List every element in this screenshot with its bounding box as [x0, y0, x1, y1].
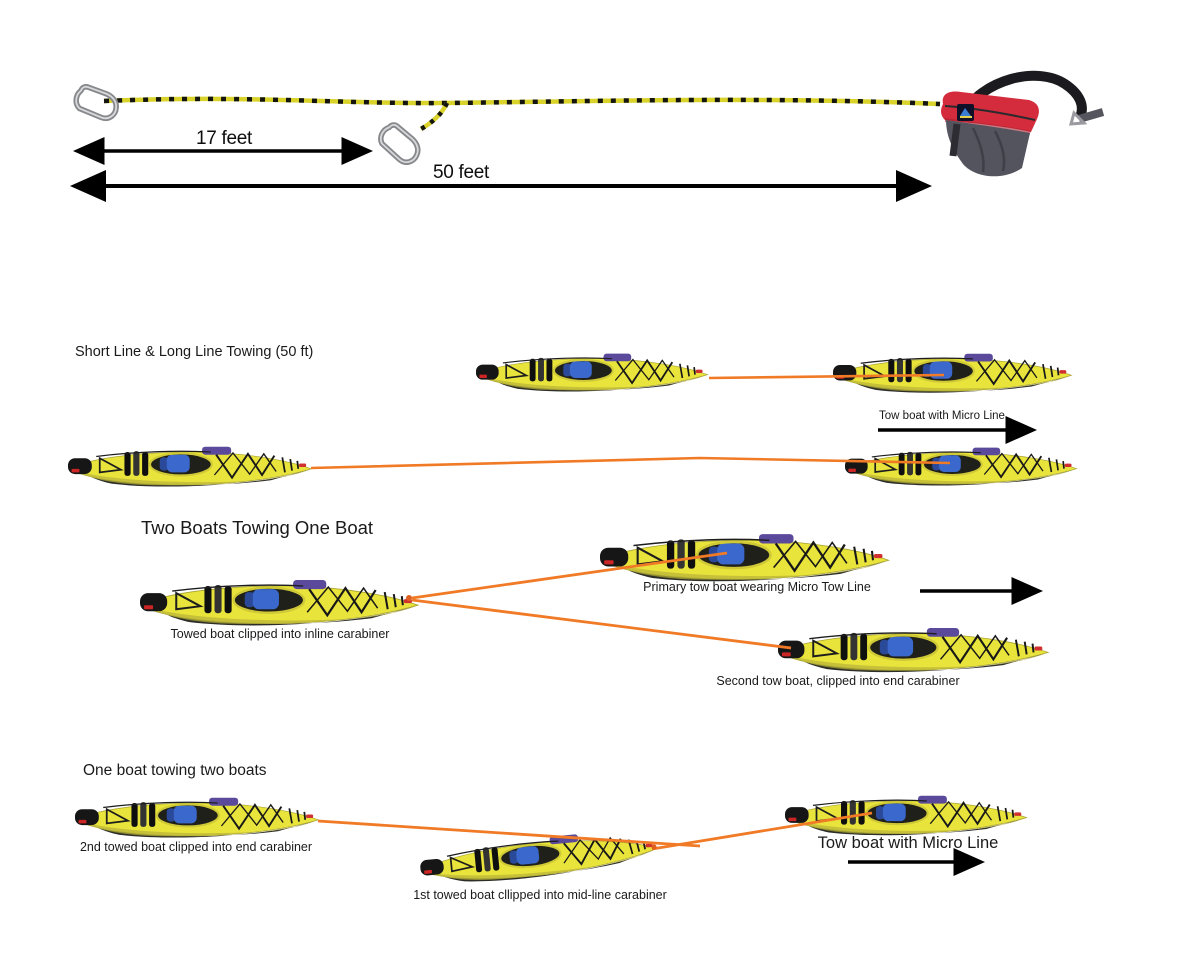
- kayak-second-tow-boat: [776, 626, 1050, 674]
- inline-carabiner-clip: [406, 595, 412, 601]
- section2-second-boat-label: Second tow boat, clipped into end carabi…: [716, 674, 960, 688]
- section2-title: Two Boats Towing One Boat: [141, 517, 374, 538]
- kayak-bottom-tow-boat: [783, 794, 1028, 837]
- kayak-short-towed-boat: [474, 352, 709, 393]
- tow-rope-illustration: [103, 96, 941, 131]
- kayak-primary-tow-boat: [598, 532, 890, 583]
- section3-title: One boat towing two boats: [83, 762, 267, 779]
- kayak-short-tow-boat: [831, 352, 1073, 394]
- tow-line-to-second: [411, 598, 792, 650]
- long-tow-line: [310, 456, 951, 470]
- midline-carabiner-icon: [378, 123, 421, 163]
- measurement-50-feet: 50 feet: [432, 162, 490, 183]
- measurement-17-feet: 17 feet: [195, 128, 253, 149]
- kayak-long-tow-boat: [843, 446, 1078, 487]
- kayak-long-towed-boat: [66, 445, 313, 488]
- kayak-2nd-towed-boat: [73, 796, 320, 839]
- tow-line-mid-segment: [651, 811, 873, 851]
- section1-tow-boat-label: Tow boat with Micro Line: [879, 410, 1005, 422]
- tow-line-to-primary: [411, 551, 728, 600]
- midline-carabiner-clip: [651, 844, 657, 850]
- tow-bag-illustration: [941, 70, 1105, 177]
- section3-tow-boat-label: Tow boat with Micro Line: [817, 834, 999, 852]
- section3-1st-towed-label: 1st towed boat cllipped into mid-line ca…: [413, 888, 667, 902]
- section2-primary-boat-label: Primary tow boat wearing Micro Tow Line: [643, 580, 871, 594]
- tow-line-end-segment: [317, 819, 701, 848]
- kayak-towed-boat: [138, 578, 420, 627]
- short-tow-line: [708, 373, 945, 380]
- section3-2nd-towed-label: 2nd towed boat clipped into end carabine…: [79, 840, 313, 854]
- section1-title: Short Line & Long Line Towing (50 ft): [75, 344, 314, 360]
- section2-towed-boat-label: Towed boat clipped into inline carabiner: [170, 627, 390, 641]
